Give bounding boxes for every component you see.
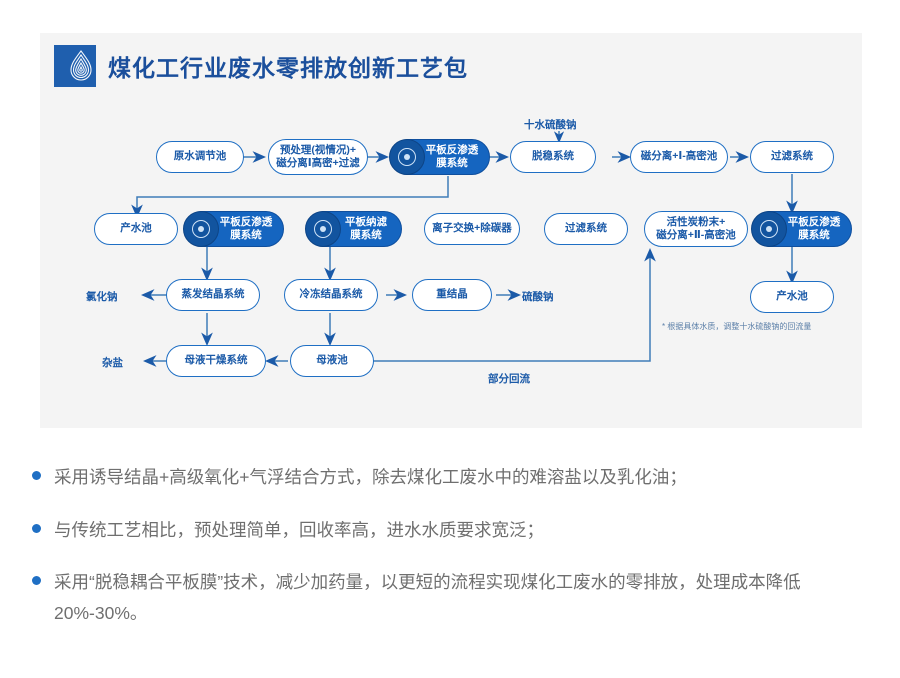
node-flat-sheet-nf[interactable]: 平板纳滤 膜系统 [305,211,402,247]
node-destabilization[interactable]: 脱稳系统 [510,141,596,173]
list-item: 与传统工艺相比，预处理简单，回收率高，进水水质要求宽泛； [32,515,882,546]
node-filtration-1[interactable]: 过滤系统 [750,141,834,173]
node-ion-exchange-decarbonator[interactable]: 离子交换+除碳器 [424,213,520,245]
bullet-dot-icon [32,471,41,480]
membrane-disc-icon [389,139,425,175]
flowchart-footnote: * 根据具体水质，调整十水硫酸钠的回流量 [662,322,812,331]
flowchart: 原水调节池 预处理(视情况)+ 磁分离Ⅰ高密+过滤 平板反渗透 膜系统 脱稳系统… [40,33,862,428]
list-item: 采用诱导结晶+高级氧化+气浮结合方式，除去煤化工废水中的难溶盐以及乳化油； [32,462,882,493]
node-mother-liquor-tank[interactable]: 母液池 [290,345,374,377]
node-filtration-2[interactable]: 过滤系统 [544,213,628,245]
label-decahydrate-sodium-sulfate: 十水硫酸钠 [524,119,577,131]
bullet-dot-icon [32,576,41,586]
label-sodium-chloride: 氯化钠 [86,291,118,303]
membrane-disc-icon [305,211,341,247]
node-recrystallization[interactable]: 重结晶 [412,279,492,311]
process-diagram-card: 煤化工行业废水零排放创新工艺包 [40,33,862,428]
page-title: 煤化工行业废水零排放创新工艺包 [108,55,468,81]
label-mixed-salt: 杂盐 [102,357,123,369]
node-product-water-tank-2[interactable]: 产水池 [750,281,834,313]
bullet-dot-icon [32,523,41,533]
membrane-disc-icon [183,211,219,247]
node-activated-carbon-magnetic-separation-2[interactable]: 活性炭粉末+ 磁分离+Ⅱ-高密池 [644,211,748,247]
feature-bullet-list: 采用诱导结晶+高级氧化+气浮结合方式，除去煤化工废水中的难溶盐以及乳化油； 与传… [32,462,882,651]
node-product-water-tank-1[interactable]: 产水池 [94,213,178,245]
label-sodium-sulfate: 硫酸钠 [522,291,554,303]
node-freeze-crystallization[interactable]: 冷冻结晶系统 [284,279,378,311]
node-mother-liquor-drying[interactable]: 母液干燥系统 [166,345,266,377]
node-flat-sheet-ro-2[interactable]: 平板反渗透 膜系统 [183,211,284,247]
list-item: 采用“脱稳耦合平板膜”技术，减少加药量，以更短的流程实现煤化工废水的零排放，处理… [32,567,882,628]
water-drop-ripple-logo [54,45,96,87]
membrane-disc-icon [751,211,787,247]
node-flat-sheet-ro-1[interactable]: 平板反渗透 膜系统 [389,139,490,175]
node-evaporative-crystallization[interactable]: 蒸发结晶系统 [166,279,260,311]
node-pretreatment[interactable]: 预处理(视情况)+ 磁分离Ⅰ高密+过滤 [268,139,368,175]
node-raw-water-tank[interactable]: 原水调节池 [156,141,244,173]
card-header: 煤化工行业废水零排放创新工艺包 [54,45,468,87]
label-partial-reflux: 部分回流 [488,373,530,385]
node-flat-sheet-ro-3[interactable]: 平板反渗透 膜系统 [751,211,852,247]
node-magnetic-separation-1[interactable]: 磁分离+Ⅰ-高密池 [630,141,728,173]
